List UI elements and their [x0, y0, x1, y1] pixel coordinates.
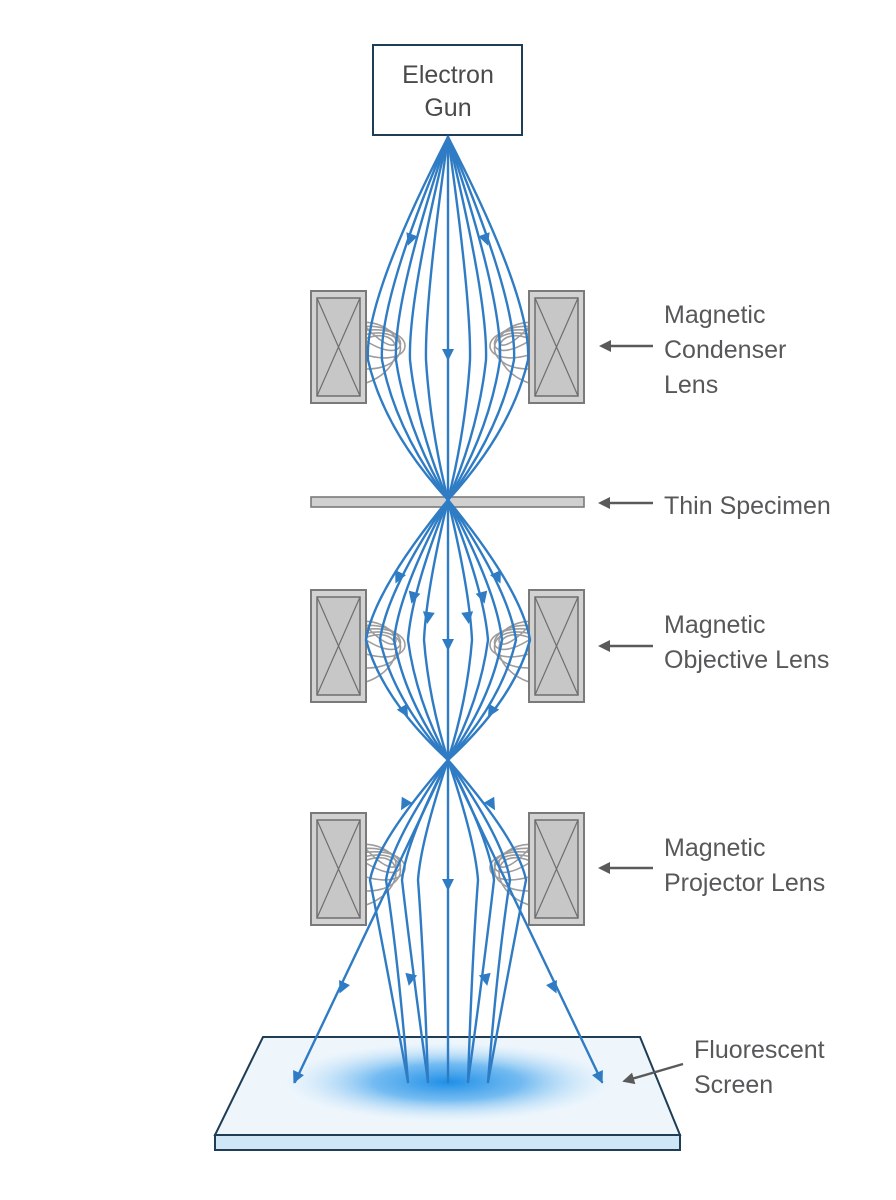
electron-ray: [394, 135, 450, 502]
magnetic-field-line: [493, 854, 530, 892]
coil-cross-line: [316, 819, 361, 919]
magnetic-field-line: [498, 620, 530, 645]
projector-lens-right: [489, 812, 585, 926]
condenser-label-line2: Condenser: [664, 336, 786, 364]
electron-ray: [446, 758, 604, 1084]
objective-label-line1: Magnetic: [664, 611, 765, 639]
beam-arrowhead: [483, 796, 495, 811]
magnetic-field-line: [365, 332, 402, 370]
beam-arrowhead: [546, 980, 557, 994]
objective-lens-right: [489, 589, 585, 703]
electron-gun: Electron Gun: [372, 44, 523, 136]
electron-ray: [446, 135, 516, 502]
beam-arrowhead: [293, 1070, 304, 1084]
beam-arrowhead: [478, 232, 490, 246]
fluorescent-screen: [213, 1036, 682, 1151]
electron-ray: [446, 498, 474, 762]
electron-ray: [446, 498, 518, 762]
electron-ray: [408, 135, 450, 502]
electron-ray: [446, 135, 472, 502]
specimen-label: Thin Specimen: [664, 492, 831, 520]
magnetic-field-line: [489, 851, 530, 881]
beam-arrowhead: [442, 349, 454, 361]
beam-arrowhead: [442, 639, 454, 651]
projector-label-line1: Magnetic: [664, 834, 765, 862]
beam-arrowhead: [408, 590, 421, 604]
beam-arrowhead: [478, 972, 491, 986]
beam-arrowhead: [422, 611, 435, 624]
screen-pointer-arrow: [622, 1062, 684, 1085]
electron-ray: [392, 498, 450, 762]
magnetic-field-line: [365, 620, 397, 645]
electron-ray: [366, 135, 450, 502]
beam-arrowhead: [395, 570, 406, 584]
condenser-lens-right: [489, 290, 585, 404]
coil-cross-line: [316, 297, 361, 397]
beam-arrowhead: [405, 972, 418, 986]
electron-ray: [446, 135, 488, 502]
electron-ray: [293, 758, 450, 1084]
magnetic-field-line: [493, 332, 530, 370]
magnetic-field-line: [365, 631, 402, 669]
beam-arrowhead: [396, 703, 408, 718]
coil-cross-line: [534, 596, 579, 696]
electron-ray: [368, 758, 450, 1084]
electron-ray: [384, 758, 450, 1084]
screen-label-line2: Screen: [694, 1071, 773, 1099]
beam-arrowhead: [461, 611, 474, 624]
electron-ray: [446, 498, 532, 762]
electron-ray: [364, 498, 450, 762]
electron-ray: [424, 135, 450, 502]
electron-ray: [446, 758, 528, 1084]
beam-arrowhead: [406, 232, 418, 246]
electron-ray: [446, 135, 502, 502]
electron-ray: [406, 498, 450, 762]
electron-beam: [293, 135, 604, 1084]
beam-arrowhead: [475, 590, 488, 604]
electron-ray: [446, 498, 504, 762]
electron-ray: [446, 135, 530, 502]
beam-arrowhead: [592, 1070, 603, 1084]
coil-cross-line: [534, 819, 579, 919]
electron-ray: [416, 758, 450, 1084]
electron-ray: [380, 135, 450, 502]
projector-label-line2: Projector Lens: [664, 869, 825, 897]
electron-gun-label-line2: Gun: [424, 94, 471, 122]
objective-lens-left: [310, 589, 406, 703]
beam-arrowhead: [442, 879, 454, 891]
label-pointers: [598, 340, 684, 1085]
coil-cross-line: [534, 297, 579, 397]
electron-ray: [446, 758, 512, 1084]
electron-ray: [378, 498, 450, 762]
electron-gun-label-line1: Electron: [402, 61, 494, 89]
beam-arrowhead: [490, 570, 501, 584]
condenser-lens-left: [310, 290, 406, 404]
beam-arrowhead: [339, 980, 350, 994]
coil-cross-line: [316, 596, 361, 696]
beam-arrowhead: [488, 703, 500, 718]
condenser-label-line3: Lens: [664, 371, 718, 399]
projector-lens-left: [310, 812, 406, 926]
component-labels: Magnetic Condenser Lens Thin Specimen Ma…: [664, 301, 831, 1099]
electron-ray: [422, 498, 450, 762]
lens-assemblies: [310, 290, 585, 926]
magnetic-field-line: [498, 843, 530, 868]
beam-arrowhead: [401, 796, 413, 811]
screen-label-line1: Fluorescent: [694, 1036, 825, 1064]
electron-ray: [446, 498, 490, 762]
condenser-label-line1: Magnetic: [664, 301, 765, 329]
electron-ray: [446, 758, 480, 1084]
objective-label-line2: Objective Lens: [664, 646, 829, 674]
